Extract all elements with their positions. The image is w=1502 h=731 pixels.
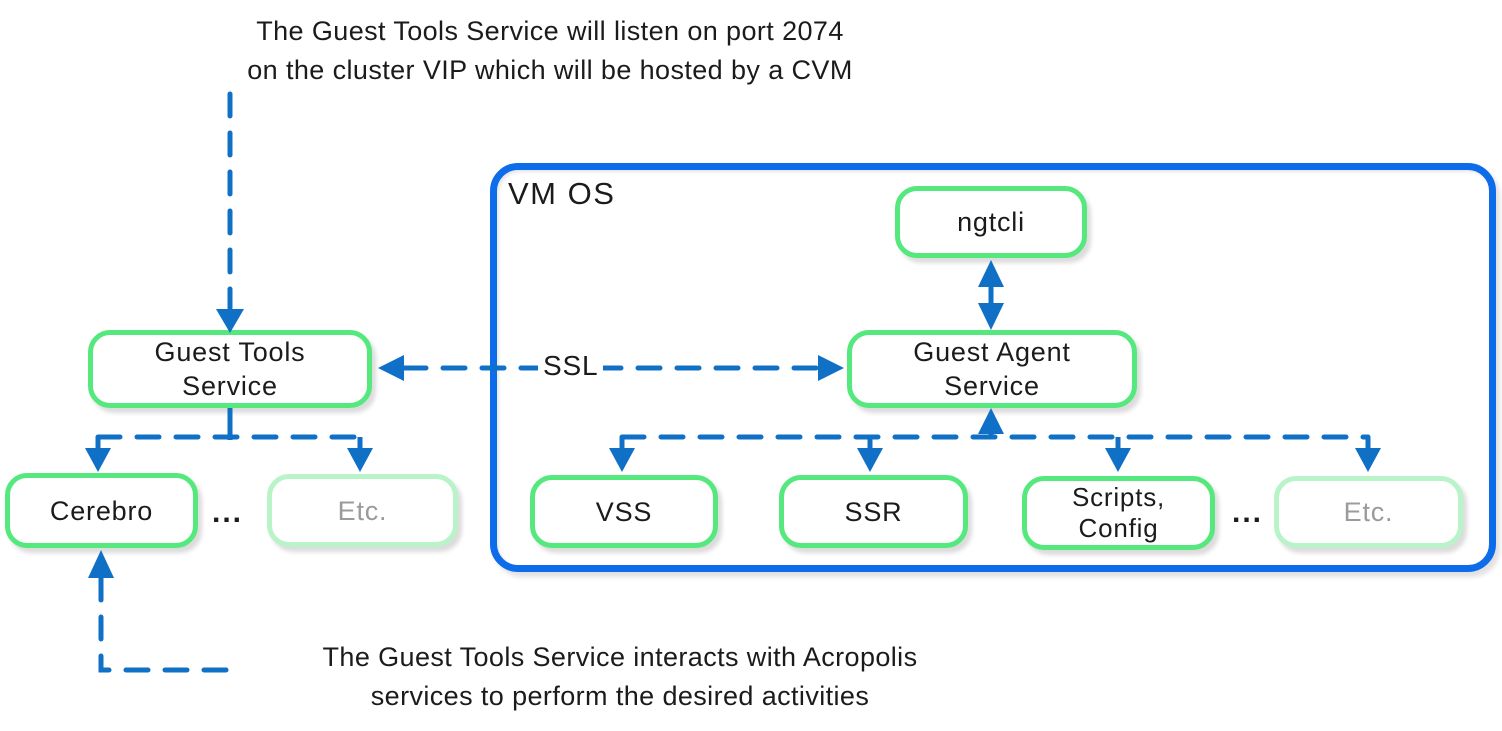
node-scripts-config-label: Scripts, Config — [1071, 482, 1166, 543]
node-cerebro-label: Cerebro — [49, 495, 154, 526]
node-guest-agent-service: Guest Agent Service — [847, 330, 1137, 408]
node-guest-tools-service-label: Guest Tools Service — [154, 337, 306, 401]
node-etc-left: Etc. — [267, 474, 458, 547]
ssl-connector-label: SSL — [538, 350, 604, 382]
connector-top-to-gts — [216, 91, 244, 333]
node-guest-tools-service: Guest Tools Service — [88, 330, 372, 408]
node-vss-label: VSS — [595, 496, 653, 527]
node-etc-left-label: Etc. — [337, 495, 388, 526]
ellipsis-right: ... — [1232, 496, 1264, 529]
node-scripts-config: Scripts, Config — [1022, 476, 1215, 550]
node-ssr-label: SSR — [844, 496, 903, 527]
node-ssr: SSR — [779, 475, 968, 548]
vm-os-label: VM OS — [508, 176, 616, 211]
node-ngtcli-label: ngtcli — [957, 207, 1025, 237]
node-guest-agent-service-label: Guest Agent Service — [913, 337, 1071, 401]
node-ngtcli: ngtcli — [895, 186, 1087, 258]
ellipsis-left: ... — [212, 496, 244, 529]
node-cerebro: Cerebro — [5, 473, 198, 548]
top-annotation: The Guest Tools Service will listen on p… — [247, 16, 853, 85]
node-etc-right: Etc. — [1274, 476, 1463, 548]
node-vss: VSS — [530, 475, 718, 548]
node-etc-right-label: Etc. — [1343, 497, 1394, 527]
bottom-annotation: The Guest Tools Service interacts with A… — [322, 642, 918, 711]
connector-gts-branch — [85, 408, 373, 472]
